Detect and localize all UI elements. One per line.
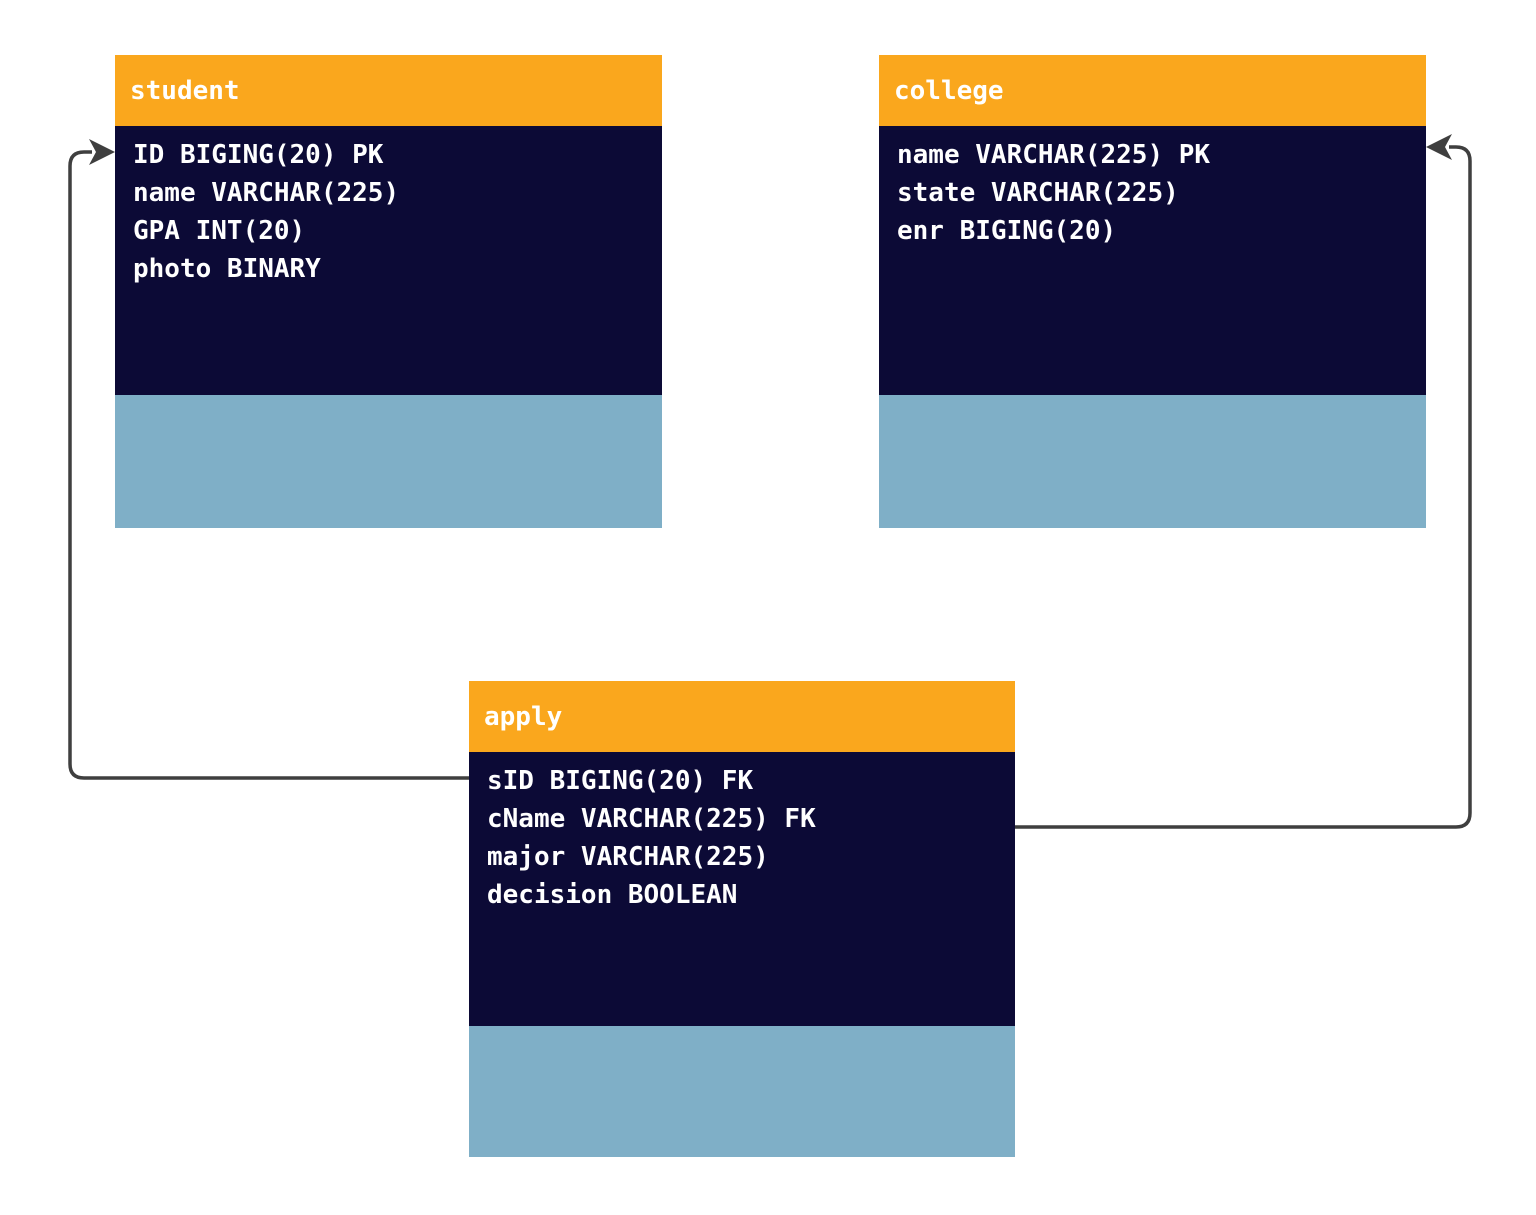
table-title: apply [484,701,563,732]
field-row: major VARCHAR(225) [487,842,769,872]
field-row: photo BINARY [133,254,321,284]
table-footer-apply [469,1026,1015,1157]
table-node-college[interactable]: college name VARCHAR(225) PK state VARCH… [879,55,1426,528]
table-fields-student: ID BIGING(20) PK name VARCHAR(225) GPA I… [115,126,662,395]
table-title: college [894,75,1004,106]
field-row: state VARCHAR(225) [897,178,1179,208]
table-header-apply: apply [469,681,1015,752]
table-title: student [130,75,240,106]
table-node-student[interactable]: student ID BIGING(20) PK name VARCHAR(22… [115,55,662,528]
table-header-college: college [879,55,1426,126]
table-fields-apply: sID BIGING(20) FK cName VARCHAR(225) FK … [469,752,1015,1026]
field-row: GPA INT(20) [133,216,306,246]
table-footer-student [115,395,662,528]
arrowhead-into-student [89,139,115,165]
field-row: enr BIGING(20) [897,216,1117,246]
table-node-apply[interactable]: apply sID BIGING(20) FK cName VARCHAR(22… [469,681,1015,1157]
table-fields-college: name VARCHAR(225) PK state VARCHAR(225) … [879,126,1426,395]
arrowhead-into-college [1426,134,1452,160]
field-row: decision BOOLEAN [487,880,738,910]
field-row: ID BIGING(20) PK [133,140,384,170]
table-footer-college [879,395,1426,528]
field-row: cName VARCHAR(225) FK [487,804,816,834]
field-row: name VARCHAR(225) PK [897,140,1211,170]
field-row: name VARCHAR(225) [133,178,400,208]
field-row: sID BIGING(20) FK [487,766,754,796]
table-header-student: student [115,55,662,126]
